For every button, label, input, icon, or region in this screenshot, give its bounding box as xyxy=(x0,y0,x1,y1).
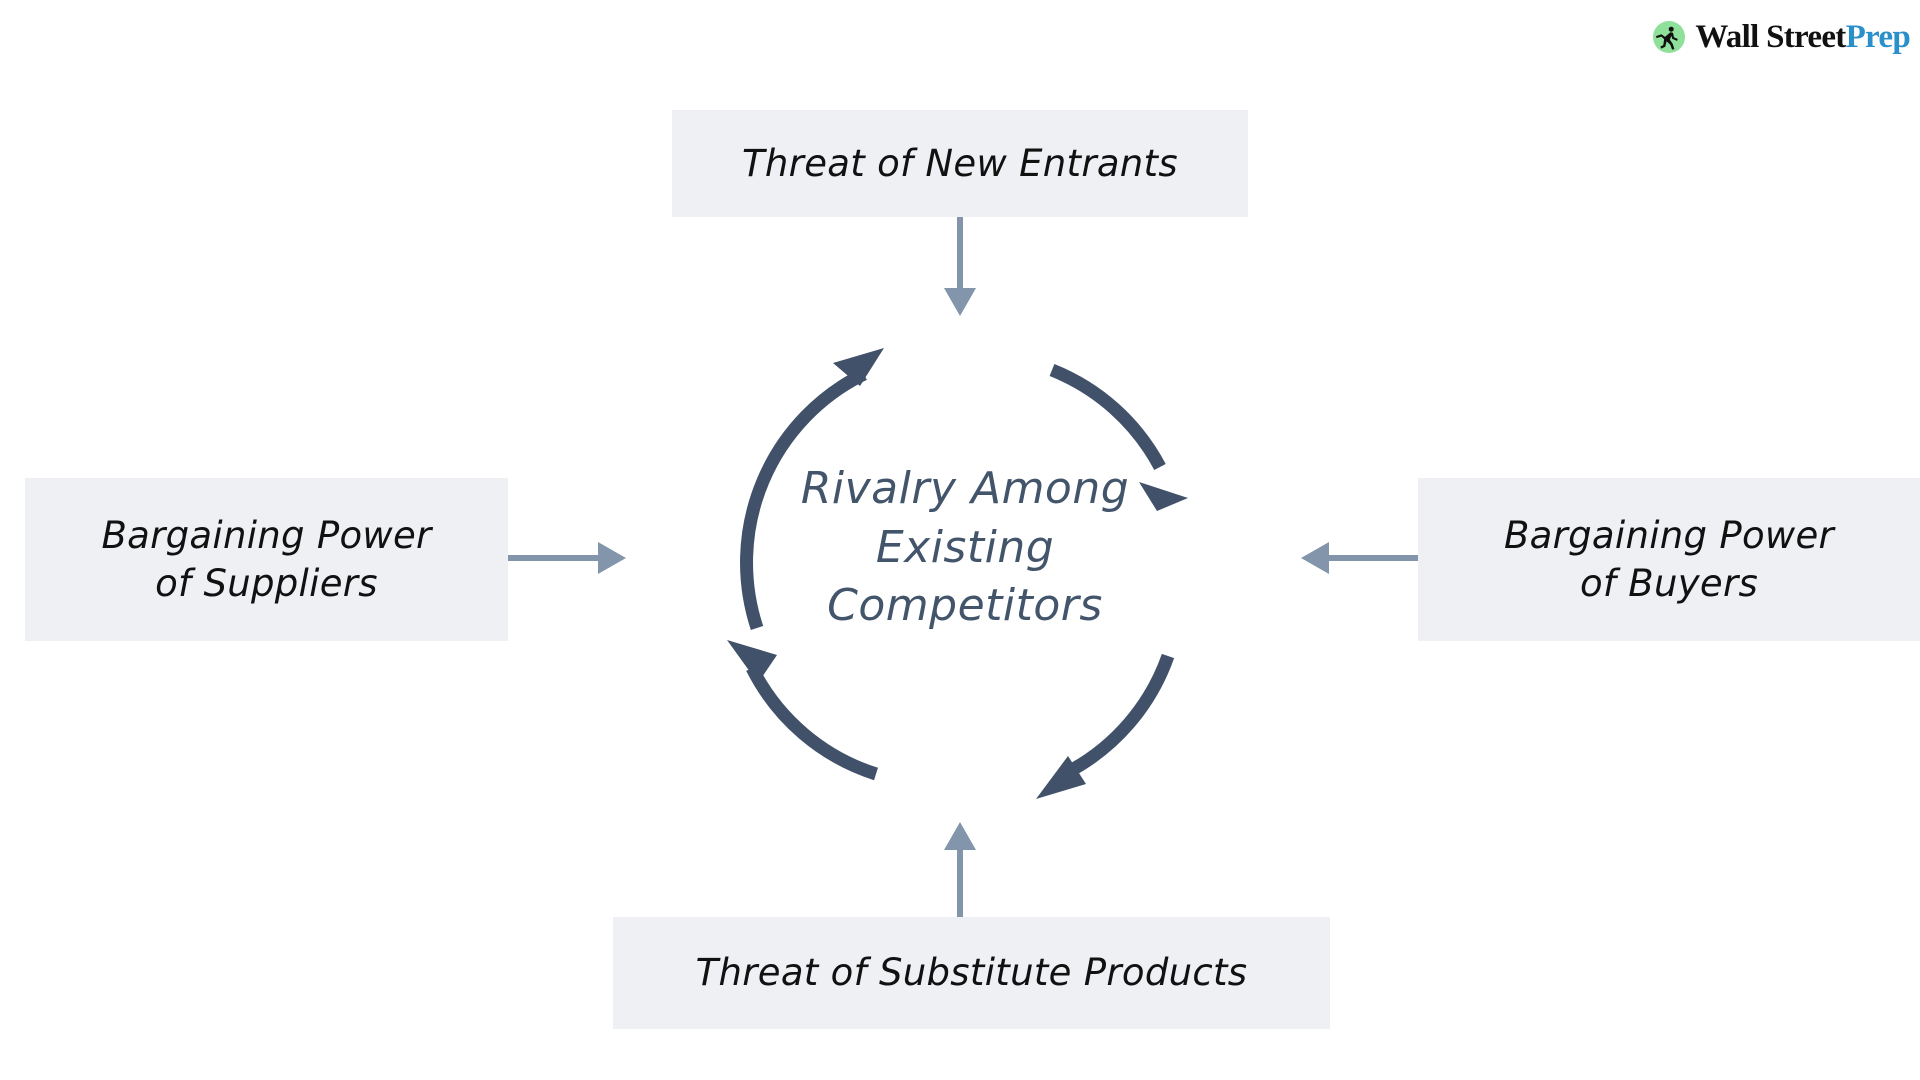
cycle-arrows-group xyxy=(740,363,1175,781)
force-box-threat-of-new-entrants[interactable]: Threat of New Entrants xyxy=(672,110,1248,217)
cycle-arrowheads-group xyxy=(727,348,1188,799)
bottom-connector-arrow xyxy=(944,822,976,917)
right-connector-arrow xyxy=(1301,542,1418,574)
force-label-top: Threat of New Entrants xyxy=(742,141,1178,185)
force-box-threat-of-substitute-products[interactable]: Threat of Substitute Products xyxy=(613,917,1330,1029)
cycle-arc-top-right xyxy=(1049,363,1166,471)
force-label-bottom: Threat of Substitute Products xyxy=(695,951,1248,995)
wall-street-prep-logo: Wall StreetPrep xyxy=(1652,14,1911,60)
cycle-arrowhead-bottom-left xyxy=(727,640,777,683)
force-box-bargaining-power-of-buyers[interactable]: Bargaining Power of Buyers xyxy=(1418,478,1920,641)
connector-arrows-group xyxy=(508,217,1418,917)
force-label-right: Bargaining Power of Buyers xyxy=(1503,514,1835,605)
cycle-arc-top-left xyxy=(740,368,867,631)
left-connector-arrow xyxy=(508,542,626,574)
top-connector-arrow xyxy=(944,217,976,316)
cycle-arc-bottom-right xyxy=(1064,653,1175,778)
force-label-left: Bargaining Power of Suppliers xyxy=(101,514,432,605)
cycle-arrowhead-top-left xyxy=(833,348,884,386)
cycle-arrowhead-top-right xyxy=(1139,482,1188,511)
logo-text-primary: Wall Street xyxy=(1695,18,1846,55)
running-figure-circle-icon xyxy=(1653,21,1686,53)
cycle-arrowhead-bottom-right xyxy=(1036,756,1086,799)
logo-text-accent: Prep xyxy=(1845,18,1911,55)
force-box-bargaining-power-of-suppliers[interactable]: Bargaining Power of Suppliers xyxy=(25,478,508,641)
cycle-arc-bottom-left xyxy=(746,665,878,781)
logo-wordmark: Wall StreetPrep xyxy=(1695,18,1911,55)
center-label-rivalry-among-existing-competitors: Rivalry Among Existing Competitors xyxy=(800,463,1130,632)
